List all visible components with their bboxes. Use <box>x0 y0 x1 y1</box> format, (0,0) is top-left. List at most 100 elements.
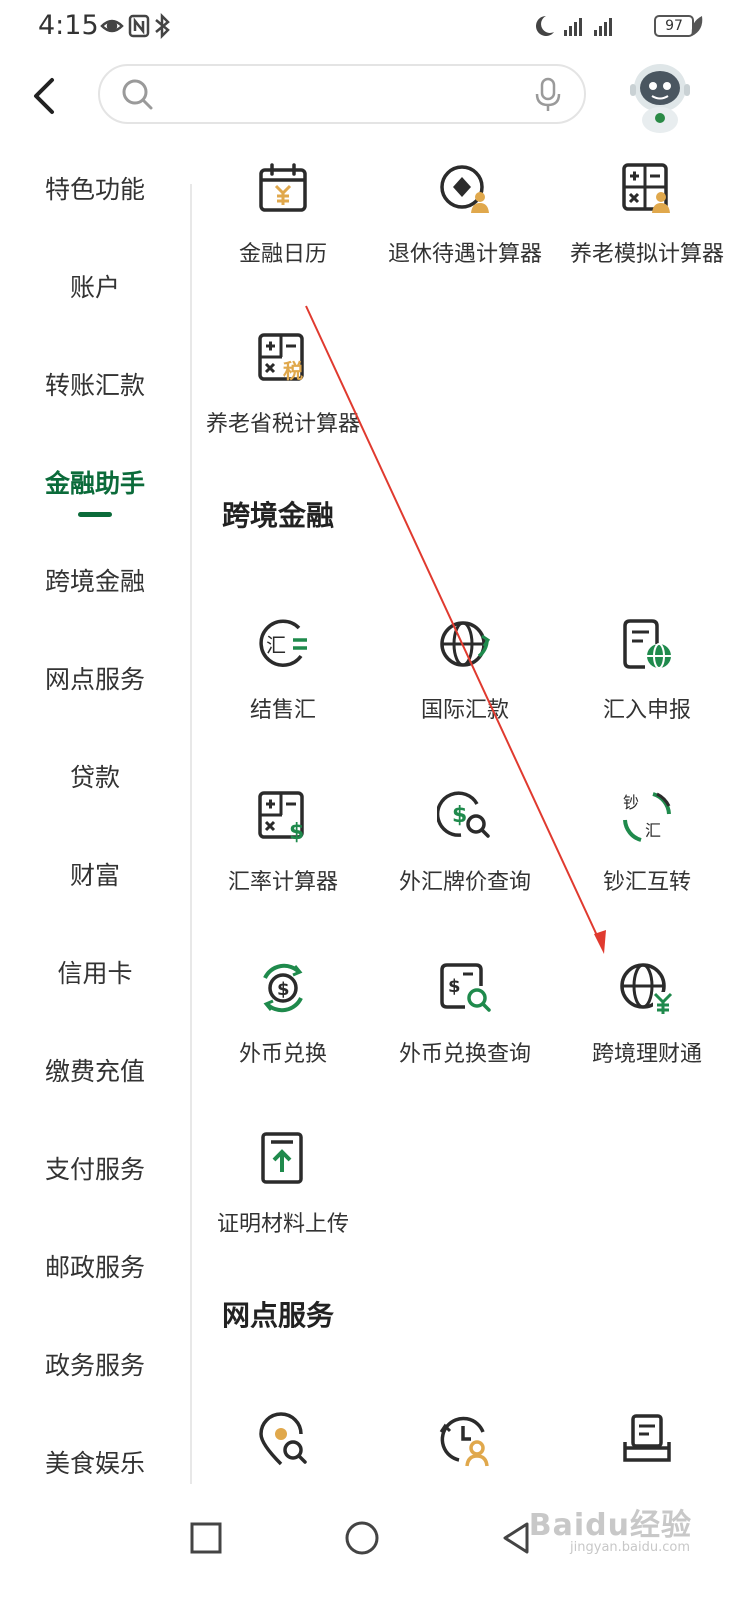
tile-finance-calendar[interactable]: 金融日历 <box>192 158 374 268</box>
tile-outlet-queue[interactable] <box>556 1410 738 1470</box>
sidebar-item-government[interactable]: 政务服务 <box>44 1351 145 1380</box>
assistant-robot-avatar[interactable] <box>622 58 698 134</box>
status-time: 4:15 <box>38 10 99 41</box>
tile-cash-fx-swap[interactable]: 钞 汇 钞汇互转 <box>556 786 738 896</box>
tile-cross-border-wealth[interactable]: 跨境理财通 <box>556 958 738 1068</box>
moon-icon <box>536 16 554 36</box>
exchange-settle-icon: 汇 <box>192 614 374 674</box>
currency-exchange-icon: $ <box>192 958 374 1018</box>
top-bar <box>0 58 738 138</box>
tile-label: 养老模拟计算器 <box>569 242 724 267</box>
status-bar: 4:15 97 <box>0 0 738 54</box>
sidebar-active-indicator <box>78 512 112 517</box>
exchange-query-icon: $ <box>374 958 556 1018</box>
sidebar-item-food-entertainment[interactable]: 美食娱乐 <box>44 1449 145 1478</box>
tile-label: 跨境理财通 <box>591 1042 702 1067</box>
microphone-icon[interactable] <box>534 76 562 118</box>
signal-4g-icon <box>594 18 612 36</box>
sidebar-item-loan[interactable]: 贷款 <box>69 763 120 792</box>
search-input[interactable] <box>98 64 586 124</box>
bluetooth-icon <box>155 12 170 40</box>
battery-indicator: 97 <box>654 15 694 37</box>
watermark-url: jingyan.baidu.com <box>570 1540 690 1555</box>
pension-sim-calc-icon <box>556 158 738 218</box>
fx-price-search-icon: $ <box>374 786 556 846</box>
sidebar-item-transfer[interactable]: 转账汇款 <box>44 371 145 400</box>
sidebar-item-payment-topup[interactable]: 缴费充值 <box>44 1057 145 1086</box>
home-button[interactable] <box>332 1510 392 1566</box>
back-nav-button[interactable] <box>486 1510 546 1566</box>
tile-label: 国际汇款 <box>420 698 509 723</box>
recent-apps-button[interactable] <box>176 1510 236 1566</box>
tile-label: 证明材料上传 <box>216 1212 349 1237</box>
tile-rate-calculator[interactable]: $ 汇率计算器 <box>192 786 374 896</box>
triangle-back-icon <box>503 1522 529 1554</box>
tile-exchange-settlement[interactable]: 汇 结售汇 <box>192 614 374 724</box>
tile-proof-upload[interactable]: 证明材料上传 <box>192 1128 374 1238</box>
svg-text:$: $ <box>448 976 461 997</box>
status-right-icons <box>532 12 708 44</box>
watermark-logo: Baidu经验 <box>528 1508 692 1543</box>
tile-currency-exchange[interactable]: $ 外币兑换 <box>192 958 374 1068</box>
globe-remit-icon <box>374 614 556 674</box>
leaf-icon <box>691 16 703 36</box>
back-arrow-icon <box>34 78 54 114</box>
tile-fx-price-query[interactable]: $ 外汇牌价查询 <box>374 786 556 896</box>
calendar-yuan-icon <box>192 158 374 218</box>
tile-pension-tax-calculator[interactable]: 税 养老省税计算器 <box>188 328 378 438</box>
retirement-calc-icon <box>374 158 556 218</box>
status-left-icons <box>100 12 180 44</box>
sidebar-item-cross-border[interactable]: 跨境金融 <box>44 567 145 596</box>
tile-label: 钞汇互转 <box>602 870 691 895</box>
tax-calc-icon: 税 <box>188 328 378 388</box>
rate-calc-icon: $ <box>192 786 374 846</box>
sidebar-item-postal[interactable]: 邮政服务 <box>44 1253 145 1282</box>
square-icon <box>190 1522 222 1554</box>
svg-text:钞: 钞 <box>623 793 639 812</box>
section-title-outlet-service: 网点服务 <box>222 1299 335 1332</box>
tile-exchange-query[interactable]: $ 外币兑换查询 <box>374 958 556 1068</box>
tile-label: 外币兑换 <box>238 1042 327 1067</box>
cash-fx-swap-icon: 钞 汇 <box>556 786 738 846</box>
queue-ticket-icon <box>556 1410 738 1470</box>
sidebar-item-finance-helper[interactable]: 金融助手 <box>44 469 145 498</box>
back-button[interactable] <box>26 74 66 118</box>
location-search-icon <box>192 1410 374 1470</box>
category-sidebar: 特色功能 账户 转账汇款 金融助手 跨境金融 网点服务 贷款 财富 信用卡 缴费… <box>0 140 190 1500</box>
sidebar-item-featured[interactable]: 特色功能 <box>44 175 145 204</box>
tile-label: 结售汇 <box>249 698 316 723</box>
sidebar-item-wealth[interactable]: 财富 <box>69 861 120 890</box>
svg-text:$: $ <box>289 820 304 843</box>
svg-text:汇: 汇 <box>645 821 661 840</box>
tile-label: 外汇牌价查询 <box>398 870 531 895</box>
system-nav-bar <box>0 1500 738 1600</box>
circle-icon <box>345 1521 379 1555</box>
svg-text:$: $ <box>277 979 290 1000</box>
tile-label: 养老省税计算器 <box>205 412 360 437</box>
tile-inbound-report[interactable]: 汇入申报 <box>556 614 738 724</box>
signal-4g-icon <box>564 18 582 36</box>
tile-pension-simulator[interactable]: 养老模拟计算器 <box>556 158 738 268</box>
sidebar-item-account[interactable]: 账户 <box>69 273 120 302</box>
tile-label: 汇率计算器 <box>227 870 338 895</box>
service-grid: 金融日历 退休待遇计算器 养老模拟计算器 <box>192 140 738 1500</box>
sidebar-item-outlet[interactable]: 网点服务 <box>44 665 145 694</box>
appointment-person-icon <box>374 1410 556 1470</box>
tile-retirement-calculator[interactable]: 退休待遇计算器 <box>374 158 556 268</box>
sidebar-item-pay-service[interactable]: 支付服务 <box>44 1155 145 1184</box>
nfc-icon <box>128 14 150 38</box>
tile-label: 退休待遇计算器 <box>387 242 542 267</box>
tile-outlet-locate[interactable] <box>192 1410 374 1470</box>
tile-label: 汇入申报 <box>602 698 691 723</box>
globe-yuan-icon <box>556 958 738 1018</box>
eye-icon <box>100 19 124 33</box>
upload-doc-icon <box>192 1128 374 1188</box>
sidebar-item-credit-card[interactable]: 信用卡 <box>57 959 133 988</box>
tile-label: 外币兑换查询 <box>398 1042 531 1067</box>
tax-glyph: 税 <box>283 359 303 383</box>
section-title-cross-border: 跨境金融 <box>222 499 335 532</box>
tile-international-remittance[interactable]: 国际汇款 <box>374 614 556 724</box>
tile-outlet-appointment[interactable] <box>374 1410 556 1470</box>
tile-label: 金融日历 <box>238 242 327 267</box>
svg-text:$: $ <box>452 803 467 828</box>
